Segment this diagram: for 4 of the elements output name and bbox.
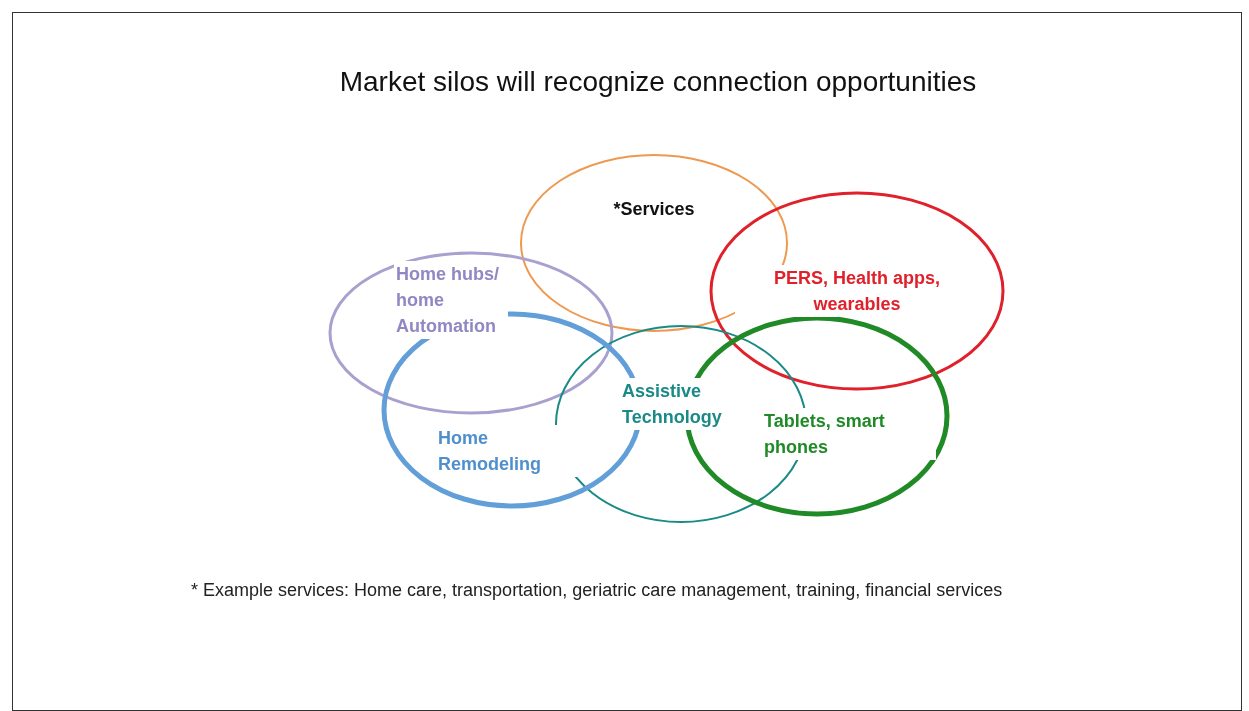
silo-label: Home hubs/ home Automation: [394, 261, 508, 339]
footnote: * Example services: Home care, transportation, geriatric care management, training, financial services: [191, 579, 1004, 602]
slide-title: Market silos will recognize connection opportunities: [338, 66, 978, 98]
silo-label: Tablets, smart phones: [762, 408, 936, 460]
